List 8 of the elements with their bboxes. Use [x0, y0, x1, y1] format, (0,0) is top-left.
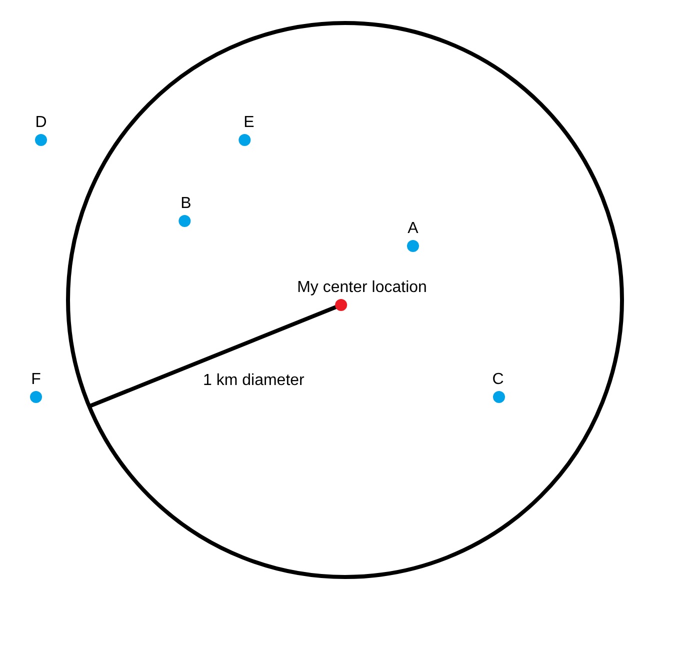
- point-label: My center location: [297, 279, 427, 297]
- point-label: B: [180, 195, 192, 213]
- point-label: D: [35, 114, 47, 132]
- point-label: A: [408, 220, 418, 238]
- point-label: E: [244, 114, 254, 132]
- point-label: C: [492, 371, 504, 389]
- dimension-label: 1 km diameter: [203, 372, 304, 390]
- point-label: F: [31, 371, 41, 389]
